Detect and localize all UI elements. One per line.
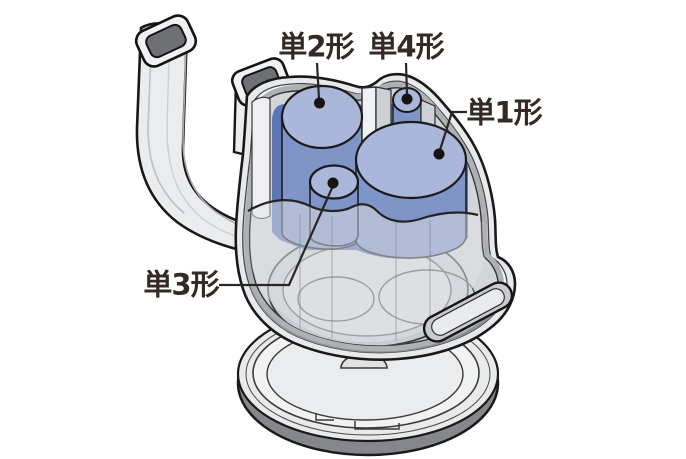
front-rim-edge	[247, 199, 479, 223]
latch	[422, 281, 514, 343]
leader-tan3	[219, 187, 334, 287]
label-battery-c: 単2形	[278, 29, 354, 64]
leader-tan1	[438, 110, 467, 151]
handle-cut-end-left	[134, 14, 198, 68]
battery-c-top	[280, 84, 364, 150]
battery-d-top	[354, 120, 468, 200]
leader-lines	[219, 62, 467, 287]
label-battery-aa: 単3形	[143, 267, 219, 302]
label-battery-aaa: 単4形	[368, 29, 444, 64]
body-bowl	[234, 72, 517, 361]
lid-notches	[315, 413, 400, 430]
translucent-front-wall	[249, 200, 488, 343]
leader-tan4	[404, 62, 409, 95]
leader-dots	[314, 93, 445, 189]
cutaway-wall-left	[251, 96, 271, 220]
label-battery-d: 単1形	[466, 95, 542, 130]
leader-tan2	[315, 62, 321, 100]
